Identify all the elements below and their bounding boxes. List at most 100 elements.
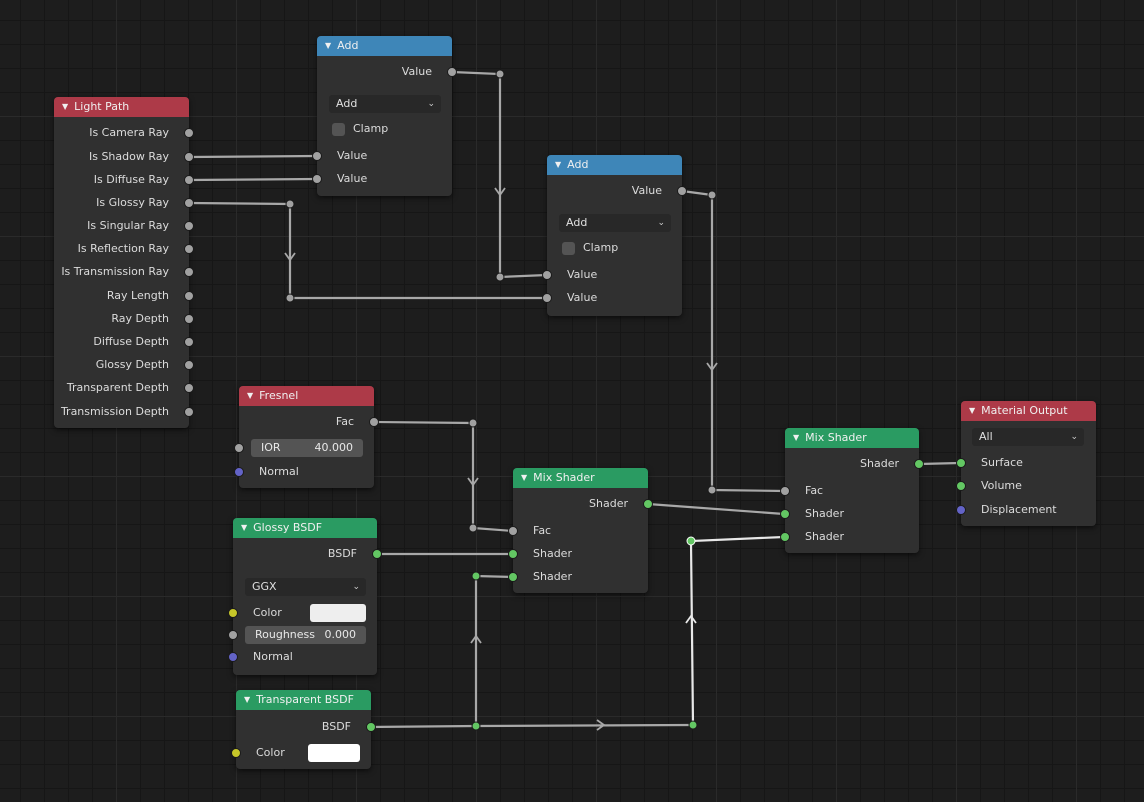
add-node-1[interactable]: ▼Add Value Add⌄ Clamp Value Value	[312, 36, 457, 196]
output-socket[interactable]	[369, 417, 379, 427]
output-socket[interactable]	[184, 267, 194, 277]
output-socket[interactable]	[372, 549, 382, 559]
transparent-bsdf-node[interactable]: ▼Transparent BSDF BSDF Color	[231, 690, 376, 769]
input-socket[interactable]	[542, 293, 552, 303]
node-title: Fresnel	[259, 389, 299, 402]
fresnel-header[interactable]: ▼ Fresnel	[239, 386, 374, 406]
fresnel-node[interactable]: ▼Fresnel Fac IOR 40.000 Normal	[234, 386, 379, 488]
input-label: Normal	[253, 650, 293, 663]
output-socket[interactable]	[184, 198, 194, 208]
collapse-triangle-icon[interactable]: ▼	[247, 391, 254, 400]
output-socket[interactable]	[184, 314, 194, 324]
target-dropdown[interactable]: All⌄	[972, 428, 1084, 446]
input-socket[interactable]	[231, 748, 241, 758]
add-node-1-header[interactable]: ▼Add	[317, 36, 452, 56]
input-socket[interactable]	[312, 151, 322, 161]
input-socket[interactable]	[508, 526, 518, 536]
input-socket[interactable]	[956, 505, 966, 515]
collapse-triangle-icon[interactable]: ▼	[325, 41, 332, 50]
output-socket[interactable]	[643, 499, 653, 509]
glossy-bsdf-node[interactable]: ▼Glossy BSDF BSDF GGX⌄ Color Roughness 0…	[228, 518, 382, 675]
roughness-field[interactable]: Roughness 0.000	[245, 626, 366, 644]
clamp-checkbox[interactable]	[562, 242, 575, 255]
reroute-dot	[471, 571, 481, 581]
output-socket[interactable]	[184, 175, 194, 185]
output-socket[interactable]	[447, 67, 457, 77]
material-output-node[interactable]: ▼Material Output All⌄ Surface Volume Dis…	[956, 401, 1096, 526]
link-mix2-to-output	[918, 461, 961, 466]
ior-field[interactable]: IOR 40.000	[251, 439, 363, 457]
input-socket[interactable]	[542, 270, 552, 280]
input-socket[interactable]	[234, 443, 244, 453]
collapse-triangle-icon[interactable]: ▼	[555, 160, 562, 169]
input-socket[interactable]	[956, 458, 966, 468]
input-label: Shader	[533, 570, 572, 583]
input-socket[interactable]	[780, 532, 790, 542]
output-label: Is Glossy Ray	[96, 196, 169, 209]
color-swatch[interactable]	[308, 744, 360, 762]
output-label: BSDF	[327, 547, 357, 560]
input-label: Value	[567, 291, 598, 304]
operation-dropdown[interactable]: Add⌄	[559, 214, 671, 232]
input-label: Fac	[533, 524, 552, 537]
input-socket[interactable]	[228, 630, 238, 640]
mix-shader-node-2[interactable]: ▼Mix Shader Shader Fac Shader Shader	[780, 428, 924, 553]
output-label: Ray Depth	[111, 312, 169, 325]
input-socket[interactable]	[956, 481, 966, 491]
chevron-down-icon: ⌄	[352, 582, 360, 592]
input-socket[interactable]	[234, 467, 244, 477]
output-socket[interactable]	[184, 383, 194, 393]
node-title: Add	[567, 158, 589, 171]
add-node-2-header[interactable]: ▼ Add	[547, 155, 682, 175]
input-socket[interactable]	[228, 608, 238, 618]
light-path-node[interactable]: ▼Light Path Is Camera Ray Is Shadow Ray …	[54, 97, 194, 428]
mix-shader-2-header[interactable]: ▼Mix Shader	[785, 428, 919, 448]
link-glossy-ray-reroute	[188, 201, 547, 300]
material-output-header[interactable]: ▼Material Output	[961, 401, 1096, 421]
node-title: Transparent BSDF	[256, 693, 354, 706]
operation-dropdown[interactable]: Add⌄	[329, 95, 441, 113]
output-socket[interactable]	[184, 407, 194, 417]
distribution-dropdown[interactable]: GGX ⌄	[245, 578, 366, 596]
input-socket[interactable]	[508, 572, 518, 582]
collapse-triangle-icon[interactable]: ▼	[244, 695, 251, 704]
input-socket[interactable]	[780, 509, 790, 519]
light-path-header[interactable]: ▼Light Path	[54, 97, 189, 117]
dropdown-value: Add	[336, 97, 358, 110]
collapse-triangle-icon[interactable]: ▼	[793, 433, 800, 442]
output-socket[interactable]	[184, 221, 194, 231]
chevron-down-icon: ⌄	[1070, 432, 1078, 442]
input-socket[interactable]	[228, 652, 238, 662]
output-socket[interactable]	[184, 244, 194, 254]
output-socket[interactable]	[184, 360, 194, 370]
input-socket[interactable]	[780, 486, 790, 496]
output-socket[interactable]	[677, 186, 687, 196]
color-swatch[interactable]	[310, 604, 366, 622]
mix-shader-node-1[interactable]: ▼Mix Shader Shader Fac Shader Shader	[508, 468, 653, 593]
add-node-2[interactable]: ▼Add Value Add⌄ Clamp Value Value	[542, 155, 687, 316]
input-socket[interactable]	[508, 549, 518, 559]
collapse-triangle-icon[interactable]: ▼	[241, 523, 248, 532]
output-socket[interactable]	[184, 291, 194, 301]
input-label: Color	[256, 746, 285, 759]
link-transparent-out	[370, 723, 694, 729]
dropdown-value: GGX	[252, 580, 277, 593]
collapse-triangle-icon[interactable]: ▼	[969, 406, 976, 415]
output-socket[interactable]	[914, 459, 924, 469]
output-socket[interactable]	[366, 722, 376, 732]
output-socket[interactable]	[184, 337, 194, 347]
clamp-checkbox[interactable]	[332, 123, 345, 136]
link-transparent-to-mix1	[474, 574, 514, 726]
transparent-header[interactable]: ▼ Transparent BSDF	[236, 690, 371, 710]
glossy-header[interactable]: ▼Glossy BSDF	[233, 518, 377, 538]
reroute-dot	[688, 720, 698, 730]
output-socket[interactable]	[184, 152, 194, 162]
reroute-dot	[468, 418, 478, 428]
output-socket[interactable]	[184, 128, 194, 138]
input-socket[interactable]	[312, 174, 322, 184]
output-label: Is Transmission Ray	[61, 265, 169, 278]
output-label: Is Camera Ray	[89, 126, 169, 139]
mix-shader-1-header[interactable]: ▼Mix Shader	[513, 468, 648, 488]
collapse-triangle-icon[interactable]: ▼	[62, 102, 69, 111]
collapse-triangle-icon[interactable]: ▼	[521, 473, 528, 482]
